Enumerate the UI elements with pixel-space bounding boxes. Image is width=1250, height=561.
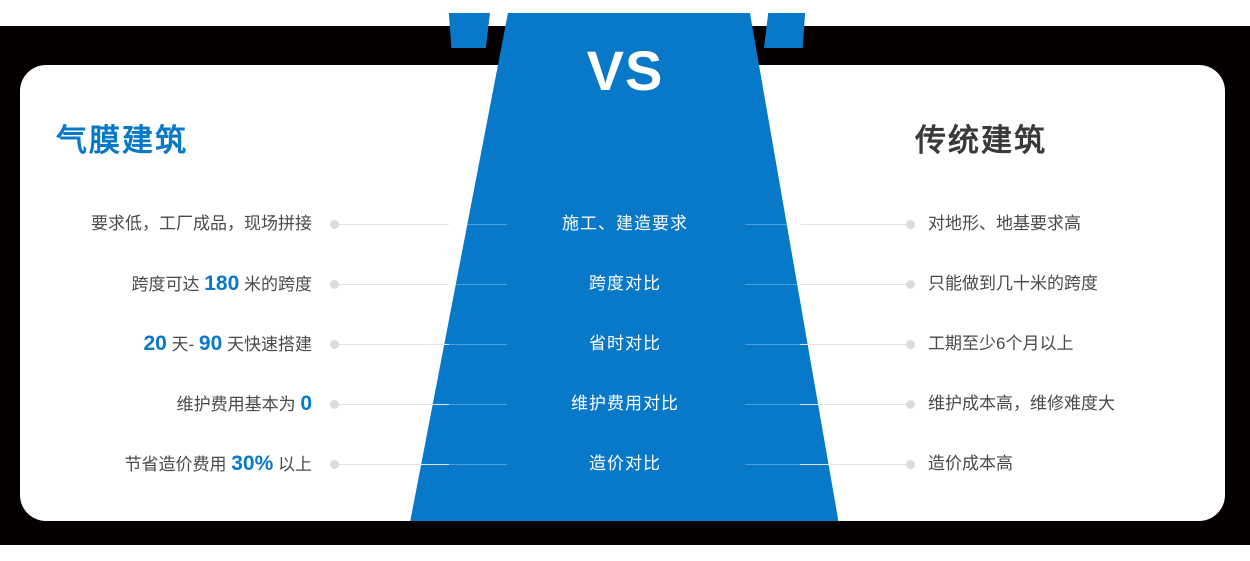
connector-dot-left — [330, 280, 339, 289]
right-row-label: 只能做到几十米的跨度 — [928, 274, 1098, 293]
connector-line-right — [800, 284, 910, 285]
connector-line-inner-right — [745, 404, 803, 405]
left-row-label: 节省造价费用 30% 以上 — [124, 452, 313, 475]
connector-line-inner-right — [745, 224, 803, 225]
connector-line-right — [800, 224, 910, 225]
right-row-label: 对地形、地基要求高 — [928, 214, 1081, 233]
connector-line-inner-right — [745, 464, 803, 465]
connector-line-left — [339, 284, 449, 285]
comparison-row: 维护费用基本为 0 维护费用对比 维护成本高，维修难度大 — [0, 391, 1250, 417]
center-row-label: 省时对比 — [589, 334, 661, 353]
connector-line-inner-left — [449, 284, 507, 285]
right-column-title: 传统建筑 — [915, 123, 1047, 158]
left-column-title: 气膜建筑 — [56, 123, 188, 158]
connector-dot-left — [330, 220, 339, 229]
connector-dot-right — [906, 280, 915, 289]
connector-line-right — [800, 464, 910, 465]
comparison-row: 20 天- 90 天快速搭建 省时对比 工期至少6个月以上 — [0, 331, 1250, 357]
left-row-highlight: 20 — [143, 332, 167, 355]
connector-line-inner-right — [745, 284, 803, 285]
center-row-label: 维护费用对比 — [571, 394, 679, 413]
right-row-label: 造价成本高 — [928, 454, 1013, 473]
left-row-highlight: 180 — [204, 272, 240, 295]
comparison-row: 节省造价费用 30% 以上 造价对比 造价成本高 — [0, 451, 1250, 477]
connector-line-inner-left — [449, 224, 507, 225]
right-row-label: 工期至少6个月以上 — [928, 334, 1074, 353]
connector-dot-right — [906, 220, 915, 229]
connector-dot-left — [330, 460, 339, 469]
connector-line-left — [339, 464, 449, 465]
connector-line-inner-left — [449, 344, 507, 345]
left-row-label: 20 天- 90 天快速搭建 — [143, 332, 312, 355]
connector-line-left — [339, 344, 449, 345]
connector-dot-right — [906, 460, 915, 469]
center-row-label: 跨度对比 — [589, 274, 661, 293]
connector-line-inner-left — [449, 404, 507, 405]
connector-line-right — [800, 344, 910, 345]
left-row-label: 跨度可达 180 米的跨度 — [131, 272, 312, 295]
connector-line-inner-right — [745, 344, 803, 345]
comparison-row: 要求低，工厂成品，现场拼接 施工、建造要求 对地形、地基要求高 — [0, 211, 1250, 237]
vs-label: VS — [586, 39, 664, 102]
connector-line-right — [800, 404, 910, 405]
left-row-label: 维护费用基本为 0 — [176, 392, 312, 415]
connector-dot-left — [330, 400, 339, 409]
connector-dot-right — [906, 400, 915, 409]
left-row-highlight-2: 90 — [198, 332, 223, 355]
banner-tab-right — [764, 13, 806, 48]
connector-line-left — [339, 224, 449, 225]
connector-dot-right — [906, 340, 915, 349]
center-row-label: 造价对比 — [589, 454, 661, 473]
comparison-row: 跨度可达 180 米的跨度 跨度对比 只能做到几十米的跨度 — [0, 271, 1250, 297]
connector-dot-left — [330, 340, 339, 349]
left-row-label: 要求低，工厂成品，现场拼接 — [91, 214, 312, 233]
right-row-label: 维护成本高，维修难度大 — [928, 394, 1115, 413]
center-row-label: 施工、建造要求 — [562, 214, 688, 233]
connector-line-inner-left — [449, 464, 507, 465]
left-row-highlight: 30% — [231, 452, 274, 475]
vs-label-wrap: VS — [405, 13, 845, 521]
banner-tab-left — [448, 13, 490, 48]
left-row-highlight: 0 — [300, 392, 312, 415]
connector-line-left — [339, 404, 449, 405]
